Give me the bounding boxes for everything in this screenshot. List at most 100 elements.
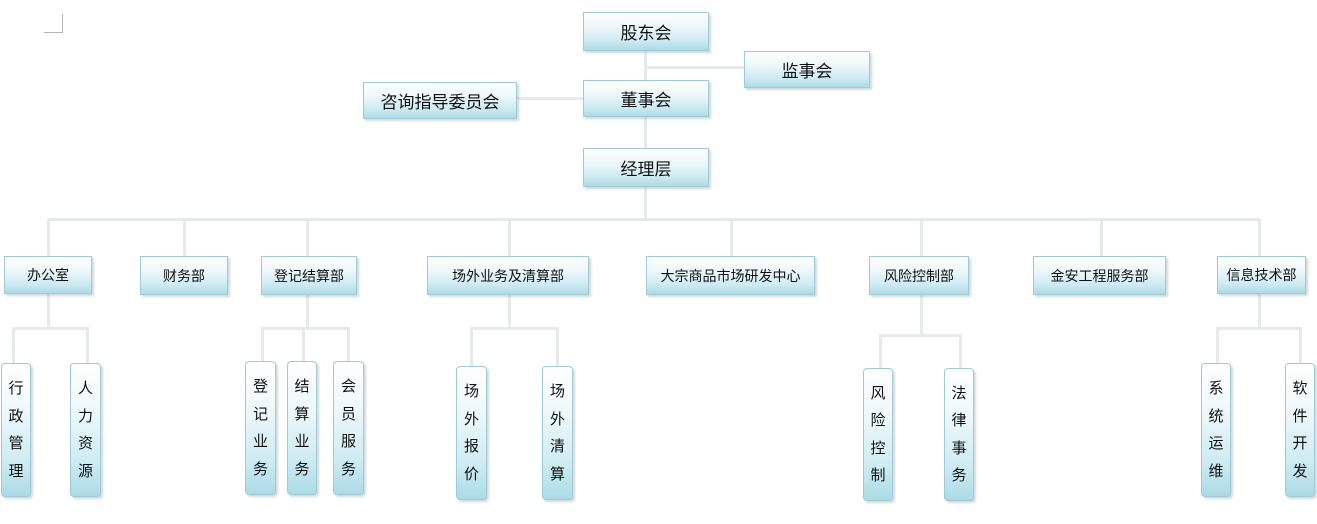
dept-finance: 财务部 bbox=[140, 256, 228, 295]
dept-research: 大宗商品市场研发中心 bbox=[646, 256, 815, 295]
sub-label-char: 务 bbox=[252, 460, 268, 479]
sub-label-char: 人 bbox=[77, 378, 93, 397]
connector-line bbox=[1258, 294, 1261, 329]
sub-label-char: 事 bbox=[951, 438, 967, 457]
connector-line bbox=[556, 327, 559, 367]
dept-risk: 风险控制部 bbox=[869, 256, 969, 295]
sub-label-char: 场 bbox=[463, 381, 479, 400]
sub-admin-management: 行政管理 bbox=[1, 363, 31, 497]
connector-line bbox=[86, 327, 89, 365]
sub-label-char: 行 bbox=[8, 378, 24, 397]
connector-line bbox=[261, 327, 264, 363]
corner-mark bbox=[44, 14, 63, 33]
connector-line bbox=[183, 219, 186, 257]
connector-line bbox=[879, 334, 882, 370]
connector-line bbox=[47, 219, 50, 257]
sub-registration-business: 登记业务 bbox=[245, 361, 276, 495]
connector-line bbox=[1216, 327, 1302, 330]
sub-label-char: 价 bbox=[463, 465, 479, 484]
sub-label-char: 报 bbox=[463, 437, 479, 456]
sub-member-services: 会员服务 bbox=[333, 361, 364, 495]
sub-label-char: 务 bbox=[294, 460, 310, 479]
sub-label-char: 业 bbox=[294, 432, 310, 451]
sub-label-char: 系 bbox=[1208, 378, 1224, 397]
connector-line bbox=[347, 327, 350, 363]
node-shareholders: 股东会 bbox=[583, 12, 709, 51]
sub-label-char: 登 bbox=[252, 376, 268, 395]
connector-line bbox=[12, 327, 15, 365]
sub-label-char: 法 bbox=[951, 383, 967, 402]
sub-software-dev: 软件开发 bbox=[1285, 363, 1315, 497]
sub-label-char: 服 bbox=[340, 432, 356, 451]
dept-it: 信息技术部 bbox=[1217, 256, 1306, 294]
connector-line bbox=[1216, 327, 1219, 365]
connector-line bbox=[959, 334, 962, 370]
dept-otc: 场外业务及清算部 bbox=[427, 256, 589, 295]
connector-line bbox=[302, 327, 305, 363]
sub-label-char: 力 bbox=[77, 406, 93, 425]
sub-label-char: 外 bbox=[549, 409, 565, 428]
sub-label-char: 险 bbox=[870, 411, 886, 430]
connector-line bbox=[470, 327, 559, 330]
node-advisory: 咨询指导委员会 bbox=[363, 82, 517, 119]
sub-label-char: 算 bbox=[549, 465, 565, 484]
connector-line bbox=[306, 294, 309, 329]
connector-line bbox=[48, 218, 1260, 221]
sub-system-ops: 系统运维 bbox=[1201, 363, 1231, 497]
sub-label-char: 件 bbox=[1292, 406, 1308, 425]
sub-label-char: 运 bbox=[1208, 434, 1224, 453]
connector-line bbox=[1100, 219, 1103, 257]
sub-label-char: 维 bbox=[1208, 462, 1224, 481]
sub-label-char: 开 bbox=[1292, 434, 1308, 453]
sub-label-char: 制 bbox=[870, 466, 886, 485]
node-board: 董事会 bbox=[583, 80, 709, 117]
sub-label-char: 算 bbox=[294, 404, 310, 423]
sub-label-char: 务 bbox=[340, 460, 356, 479]
sub-label-char: 控 bbox=[870, 438, 886, 457]
sub-label-char: 业 bbox=[252, 432, 268, 451]
sub-label-char: 会 bbox=[340, 376, 356, 395]
sub-label-char: 外 bbox=[463, 409, 479, 428]
sub-label-char: 统 bbox=[1208, 406, 1224, 425]
sub-otc-clearing: 场外清算 bbox=[542, 366, 573, 500]
connector-line bbox=[1258, 219, 1261, 257]
connector-line bbox=[645, 66, 745, 69]
connector-line bbox=[1299, 327, 1302, 365]
sub-label-char: 结 bbox=[294, 376, 310, 395]
sub-human-resources: 人力资源 bbox=[70, 363, 101, 497]
sub-label-char: 资 bbox=[77, 434, 93, 453]
sub-label-char: 管 bbox=[8, 434, 24, 453]
connector-line bbox=[920, 219, 923, 257]
node-supervisors: 监事会 bbox=[744, 51, 870, 88]
connector-line bbox=[644, 187, 647, 220]
sub-otc-quotation: 场外报价 bbox=[456, 366, 487, 500]
sub-label-char: 理 bbox=[8, 462, 24, 481]
connector-line bbox=[470, 327, 473, 367]
sub-label-char: 源 bbox=[77, 462, 93, 481]
connector-line bbox=[517, 97, 585, 100]
sub-label-char: 发 bbox=[1292, 462, 1308, 481]
connector-line bbox=[306, 219, 309, 257]
node-management: 经理层 bbox=[583, 148, 709, 187]
dept-jinan: 金安工程服务部 bbox=[1033, 256, 1166, 295]
dept-office: 办公室 bbox=[4, 256, 92, 294]
sub-risk-control: 风险控制 bbox=[863, 368, 893, 501]
sub-label-char: 风 bbox=[870, 383, 886, 402]
sub-label-char: 场 bbox=[549, 381, 565, 400]
sub-label-char: 记 bbox=[252, 404, 268, 423]
connector-line bbox=[508, 219, 511, 257]
dept-registration: 登记结算部 bbox=[261, 256, 357, 295]
connector-line bbox=[920, 294, 923, 336]
connector-line bbox=[879, 334, 962, 337]
sub-label-char: 政 bbox=[8, 406, 24, 425]
sub-legal-affairs: 法律事务 bbox=[944, 368, 974, 501]
connector-line bbox=[261, 327, 350, 330]
sub-label-char: 律 bbox=[951, 411, 967, 430]
sub-label-char: 软 bbox=[1292, 378, 1308, 397]
sub-label-char: 员 bbox=[340, 404, 356, 423]
sub-settlement-business: 结算业务 bbox=[287, 361, 317, 495]
connector-line bbox=[47, 294, 50, 329]
sub-label-char: 务 bbox=[951, 466, 967, 485]
connector-line bbox=[12, 327, 89, 330]
